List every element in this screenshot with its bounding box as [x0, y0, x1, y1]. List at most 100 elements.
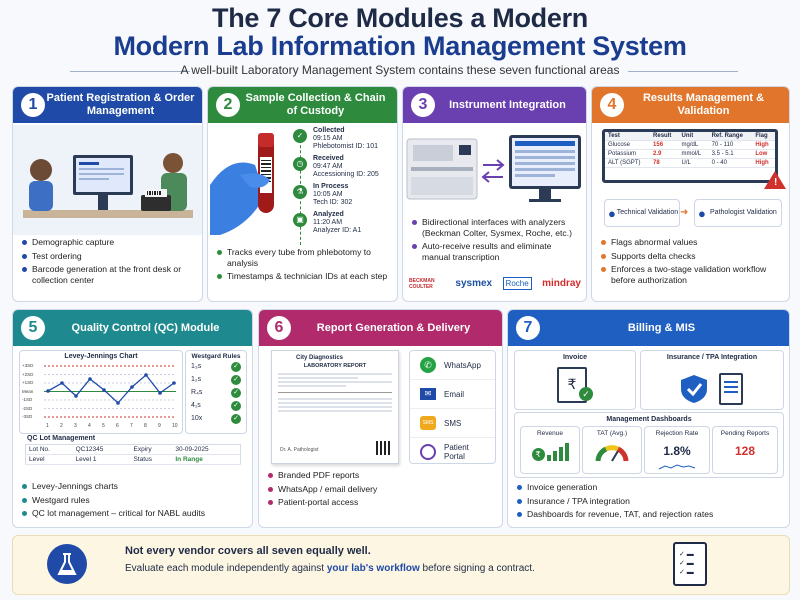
cell: High: [752, 140, 775, 150]
tile-value: 1.8%: [663, 444, 691, 458]
cell: Expiry: [130, 444, 173, 455]
arrow-right-icon: ➜: [680, 207, 689, 218]
channel-email[interactable]: ✉ Email: [410, 380, 495, 409]
cell: 3.5 - 5.1: [708, 149, 753, 159]
footer-text: Evaluate each module independently again…: [125, 563, 327, 574]
bullet: Dashboards for revenue, TAT, and rejecti…: [516, 509, 713, 520]
bullet: Bidirectional interfaces with analyzers …: [411, 217, 581, 238]
rule-label: 1₂s: [191, 376, 202, 383]
module-header-1: 1 Patient Registration & Order Managemen…: [13, 87, 202, 123]
module-1-bullets: Demographic capture Test ordering Barcod…: [21, 237, 202, 288]
lj-point: [144, 373, 148, 377]
delivery-channels: ✆ WhatsApp ✉ Email SMS SMS Patient Porta…: [409, 350, 496, 464]
divider: [628, 71, 738, 72]
footer-headline: Not every vendor covers all seven equall…: [125, 545, 371, 557]
cell: Level: [25, 454, 73, 465]
column-header: Ref. Range: [708, 132, 753, 141]
lj-y-label: +2SD: [22, 371, 34, 377]
divider: [70, 71, 190, 72]
channel-label: WhatsApp: [444, 360, 481, 370]
technician-icon: ●: [608, 205, 616, 221]
lj-point: [172, 381, 176, 385]
dashboards-title: Management Dashboards: [606, 416, 692, 423]
module-card-7: 7 Billing & MIS Invoice ₹ ✓ Insurance / …: [507, 309, 790, 528]
lj-point: [130, 385, 134, 389]
whatsapp-icon: ✆: [420, 357, 436, 373]
tpa-box: Insurance / TPA Integration: [640, 350, 784, 410]
channel-portal[interactable]: Patient Portal: [410, 438, 495, 466]
rule-label: R₄s: [191, 389, 203, 396]
lj-point: [102, 388, 106, 392]
bullet: Levey-Jennings charts: [21, 481, 246, 492]
tile-label: Rejection Rate: [655, 430, 699, 437]
lj-y-label: Mean: [22, 388, 34, 394]
analyzer-to-computer-illustration: [406, 135, 581, 202]
westgard-rule: 10x✓: [191, 412, 241, 425]
lj-y-label: +1SD: [22, 380, 34, 385]
westgard-rule: 1₂s✓: [191, 373, 241, 386]
bullet: Invoice generation: [516, 482, 713, 493]
email-icon: ✉: [420, 388, 436, 400]
module-3-bullets: Bidirectional interfaces with analyzers …: [411, 217, 581, 265]
management-dashboards: Management Dashboards Revenue ₹ TAT (Avg…: [514, 412, 784, 478]
cell: U/L: [678, 158, 709, 168]
tile-tat: TAT (Avg.): [582, 426, 642, 474]
lj-point: [88, 377, 92, 381]
module-title-3: Instrument Integration: [449, 98, 566, 111]
westgard-rule: 1₃s✓: [191, 360, 241, 373]
module-2-bullets: Tracks every tube from phlebotomy to ana…: [216, 247, 397, 285]
lj-x-label: 4: [88, 423, 91, 429]
module-number-1: 1: [21, 93, 45, 117]
footer-emphasis: your lab's workflow: [326, 563, 420, 574]
technical-validation-box: ● Technical Validation: [604, 199, 680, 227]
cell: Status: [130, 454, 173, 465]
analyzer-icon: ▣: [293, 213, 307, 227]
timeline-who: Analyzer ID: A1: [313, 227, 362, 234]
bullet: WhatsApp / email delivery: [267, 484, 377, 495]
check-icon: ✓: [231, 413, 241, 424]
cell: Level 1: [72, 454, 131, 465]
lj-x-label: 1: [46, 423, 49, 429]
bullet: Auto-receive results and eliminate manua…: [411, 241, 581, 262]
timeline-time: 10:05 AM: [313, 191, 343, 198]
lj-x-label: 10: [172, 423, 178, 429]
rupee-coin-icon: ₹: [531, 448, 545, 461]
registration-desk-illustration: [13, 125, 202, 235]
cell: QC12345: [72, 444, 131, 455]
timeline-status: Collected: [313, 127, 345, 134]
bullet: Tracks every tube from phlebotomy to ana…: [216, 247, 397, 268]
cell: 2.9: [650, 149, 679, 159]
check-icon: ✓: [579, 387, 593, 401]
channel-whatsapp[interactable]: ✆ WhatsApp: [410, 351, 495, 380]
channel-sms[interactable]: SMS SMS: [410, 409, 495, 438]
cell: 30-09-2025: [172, 444, 241, 455]
module-header-5: 5 Quality Control (QC) Module: [13, 310, 252, 346]
timeline-who: Accessioning ID: 205: [313, 171, 379, 178]
cell: Glucose: [605, 140, 651, 150]
module-number-7: 7: [516, 316, 540, 340]
module-header-4: 4 Results Management & Validation: [592, 87, 789, 123]
cell: 156: [650, 140, 679, 150]
westgard-rule-list: 1₃s✓1₂s✓R₄s✓4₁s✓10x✓: [186, 360, 246, 425]
column-header: Flag: [752, 132, 775, 141]
module-number-4: 4: [600, 93, 624, 117]
westgard-title: Westgard Rules: [191, 353, 241, 360]
beckman-logo: BECKMAN COULTER: [409, 277, 435, 290]
cell: Low: [752, 149, 775, 159]
sparkline-icon: [658, 464, 696, 470]
tile-pending-reports: Pending Reports 128: [712, 426, 778, 474]
tile-revenue: Revenue ₹: [520, 426, 580, 474]
lj-x-label: 5: [102, 423, 105, 429]
gauge-icon: [595, 445, 629, 462]
pathologist-validation-box: ● Pathologist Validation: [694, 199, 782, 227]
pdf-report-preview: City Diagnostics LABORATORY REPORT Dr. A…: [271, 350, 399, 464]
cell: 70 - 110: [708, 140, 753, 150]
channel-label: SMS: [444, 418, 462, 428]
lj-chart-title: Levey-Jennings Chart: [64, 353, 138, 360]
shield-icon: [681, 375, 707, 403]
